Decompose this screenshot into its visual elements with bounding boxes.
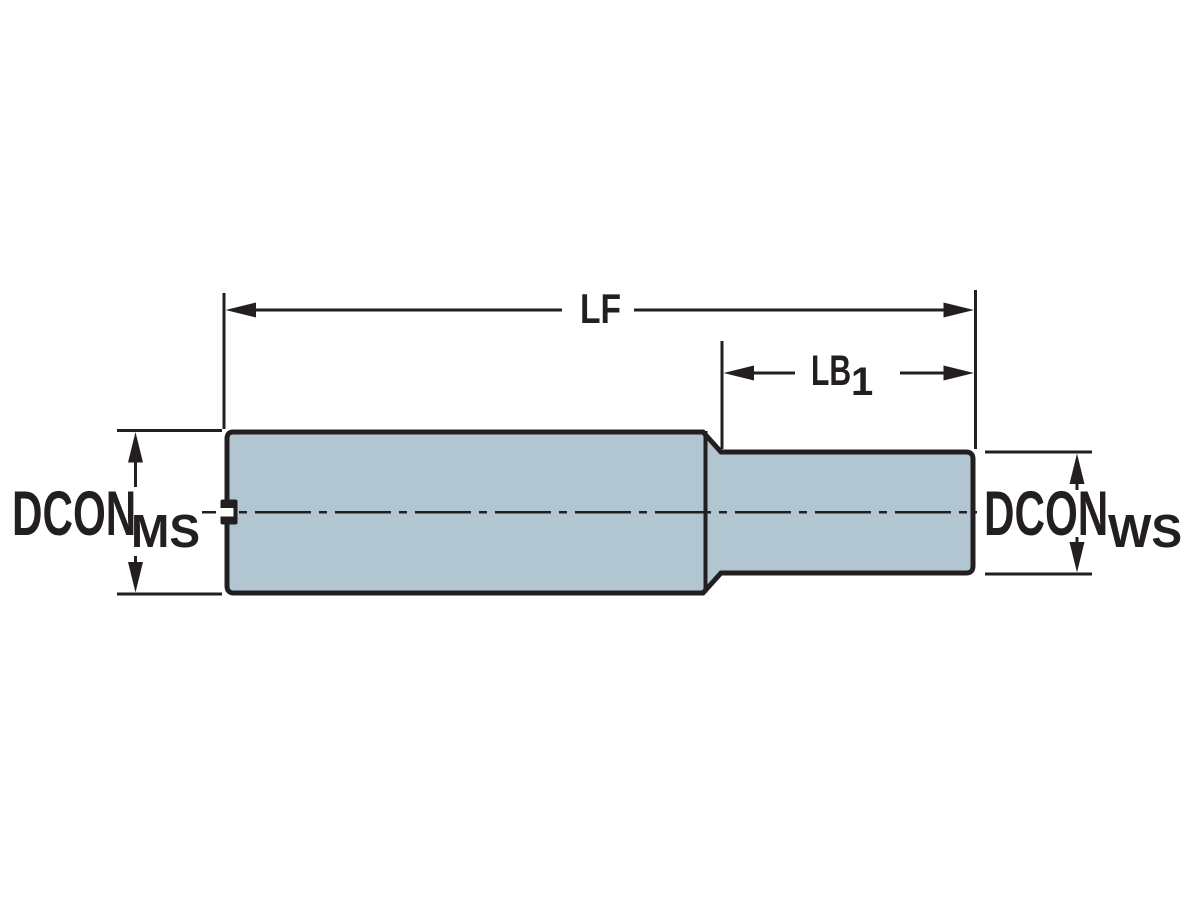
lb1-dimension bbox=[720, 341, 974, 449]
dcon-ms-dimension bbox=[117, 429, 222, 596]
dcon-ws-arrow-down bbox=[1069, 542, 1085, 573]
lf-dimension bbox=[222, 290, 977, 449]
lb1-arrow-left bbox=[723, 365, 754, 381]
dcon-ms-dimension-label-subscript: MS bbox=[131, 505, 200, 557]
dcon-ws-dimension-label: DCON bbox=[984, 479, 1109, 549]
screw-slot-opening bbox=[215, 508, 234, 517]
dcon-ws-dimension bbox=[985, 450, 1092, 576]
dcon-ms-arrow-down bbox=[128, 562, 143, 593]
dcon-ws-dimension-label-subscript: WS bbox=[1108, 505, 1183, 557]
lf-arrow-right bbox=[943, 302, 974, 318]
lb1-dimension-label: LB bbox=[811, 347, 852, 395]
lf-arrow-left bbox=[225, 302, 256, 318]
dcon-ws-arrow-up bbox=[1069, 453, 1085, 484]
dcon-ms-arrow-up bbox=[128, 432, 143, 463]
part-geometry bbox=[202, 429, 977, 596]
lb1-dimension-label-subscript: 1 bbox=[851, 360, 874, 404]
lf-dimension-label: LF bbox=[580, 285, 622, 332]
lb1-arrow-right bbox=[943, 365, 974, 381]
dcon-ms-dimension-label: DCON bbox=[12, 479, 137, 549]
